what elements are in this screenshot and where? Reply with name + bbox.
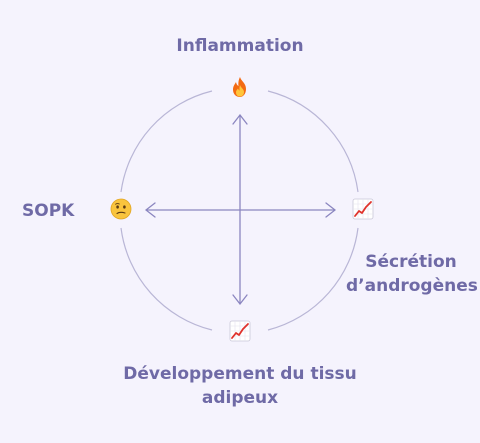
inflammation-label: Inflammation [176,36,304,56]
cycle-circle [120,90,359,331]
adipose-tissue-label: Développement du tissu adipeux [100,362,380,410]
chart-increasing-icon [229,320,251,342]
confused-face-icon [110,198,132,220]
chart-increasing-icon [352,198,374,220]
sopk-label: SOPK [22,201,75,221]
horizontal-double-arrow [145,202,336,218]
androgen-secretion-label-line1: Sécrétion [365,252,457,272]
adipose-tissue-label-line1: Développement du tissu [123,364,357,384]
adipose-tissue-label-line2: adipeux [201,388,279,408]
fire-icon [233,77,246,97]
androgen-secretion-label: Sécrétion d’androgènes [346,250,478,298]
androgen-secretion-label-line2: d’androgènes [346,276,478,296]
